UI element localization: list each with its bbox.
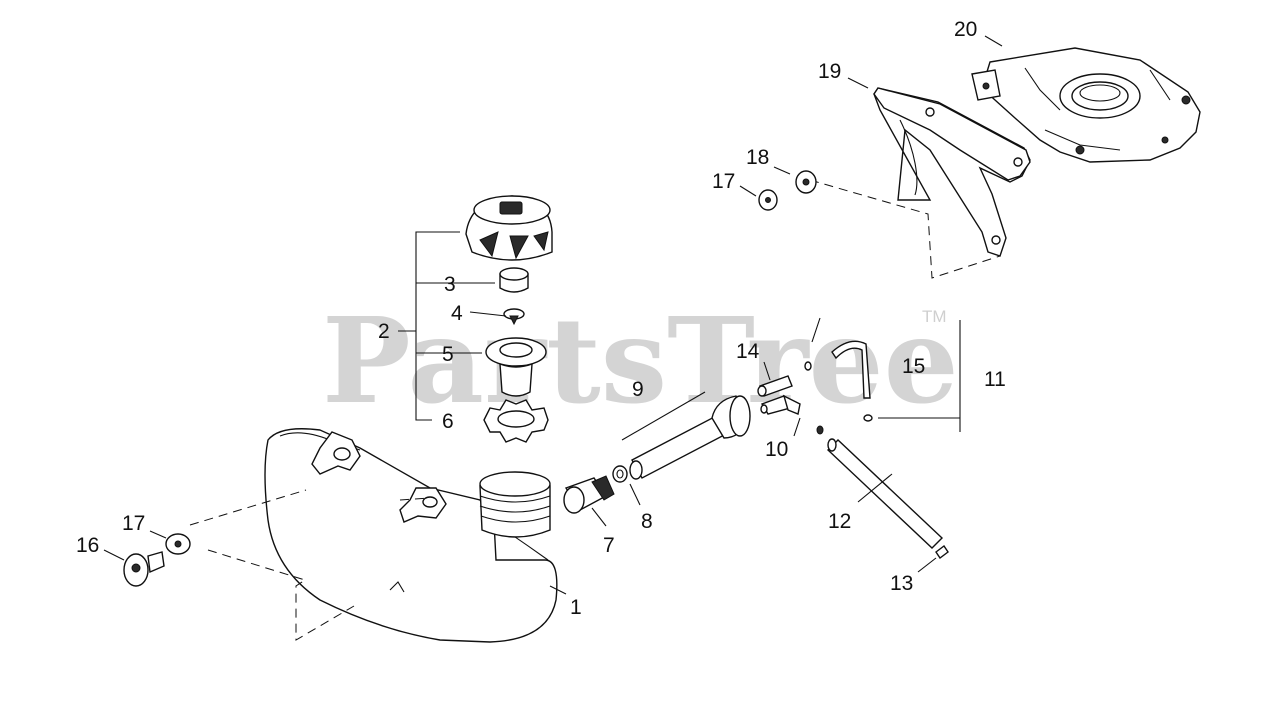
- watermark: PartsTree TM: [322, 291, 959, 430]
- callout-1: 1: [570, 596, 582, 619]
- callout-8: 8: [641, 510, 653, 533]
- callout-17-upper: 17: [712, 170, 735, 193]
- part-filter[interactable]: [499, 267, 529, 293]
- callout-9: 9: [632, 378, 644, 401]
- part-fitting[interactable]: [760, 394, 801, 415]
- leader-lines: [103, 35, 1003, 595]
- group-bracket-11: [878, 320, 961, 432]
- part-primer-pump[interactable]: [629, 395, 751, 480]
- watermark-text: PartsTree: [322, 291, 959, 430]
- part-bolt[interactable]: [123, 551, 165, 587]
- part-cap-holder[interactable]: [485, 337, 547, 397]
- part-clamp[interactable]: [816, 425, 824, 435]
- part-fuel-tank[interactable]: [264, 428, 558, 643]
- part-grommet[interactable]: [612, 465, 628, 483]
- part-fuel-hose[interactable]: [826, 438, 944, 549]
- watermark-trademark: TM: [922, 307, 947, 326]
- callout-14: 14: [736, 340, 760, 363]
- callout-16: 16: [76, 534, 99, 557]
- callout-15: 15: [902, 355, 925, 378]
- part-retainer-ring[interactable]: [483, 399, 549, 443]
- callout-13: 13: [890, 572, 913, 595]
- part-washer-upper[interactable]: [795, 170, 817, 194]
- group-bracket-2: [398, 231, 495, 421]
- callout-18: 18: [746, 146, 769, 169]
- callout-6: 6: [442, 410, 454, 433]
- part-connector[interactable]: [757, 375, 793, 397]
- part-return-hose[interactable]: [804, 340, 873, 422]
- callout-5: 5: [442, 343, 454, 366]
- callout-2: 2: [378, 320, 390, 343]
- part-bracket[interactable]: [873, 87, 1031, 257]
- part-fuel-cap[interactable]: [465, 195, 553, 261]
- callout-12: 12: [828, 510, 851, 533]
- part-washer-17-upper[interactable]: [758, 189, 778, 211]
- callout-7: 7: [603, 534, 615, 557]
- part-washer-17-lower[interactable]: [165, 533, 191, 555]
- part-hose-fitting[interactable]: [935, 544, 949, 560]
- part-valve[interactable]: [503, 308, 525, 326]
- callout-20: 20: [954, 18, 977, 41]
- part-fuel-filter[interactable]: [563, 475, 615, 514]
- leader-9-bar: [621, 391, 706, 441]
- callout-17-lower: 17: [122, 512, 145, 535]
- part-crankcase[interactable]: [971, 47, 1201, 163]
- callout-labels: 20 19 18 17 2 3 4 5 6 9 14 10 15 11 12 1…: [76, 18, 1006, 619]
- callout-4: 4: [451, 302, 463, 325]
- callout-3: 3: [444, 273, 456, 296]
- callout-11: 11: [984, 368, 1006, 391]
- callout-10: 10: [765, 438, 788, 461]
- callout-19: 19: [818, 60, 841, 83]
